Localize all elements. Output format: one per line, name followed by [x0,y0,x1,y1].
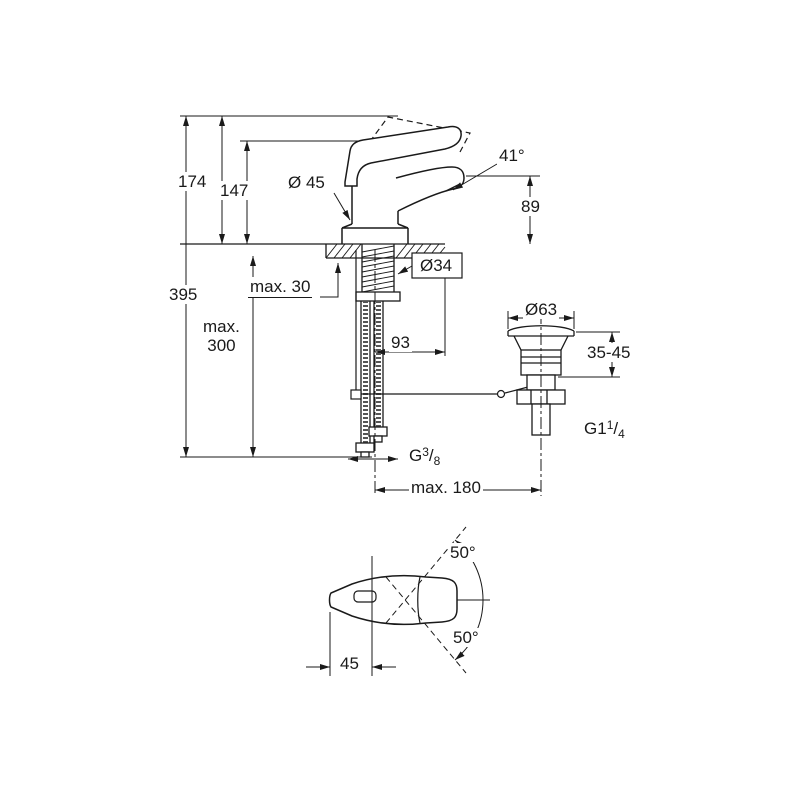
leader-dia45 [333,192,351,221]
faucet-elevation [341,116,471,244]
lever-handle [344,125,462,187]
dim-label-3545: 35-45 [585,343,633,363]
dim-label-45: 45 [338,654,361,674]
dim-label-g3-8: G3/8 [407,445,443,469]
leader-max30 [320,263,341,298]
dim-label-93: 93 [389,333,412,353]
swing-line-down [385,576,467,674]
handle-cap-line [417,576,421,624]
deck [180,243,446,259]
supply-hoses [355,301,388,458]
handle-top-view [328,526,484,674]
dim-label-max30: max. 30 [248,277,313,299]
pop-up-rod [350,250,529,400]
dim-label-dia34: Ø34 [418,256,455,276]
spout [395,166,465,212]
dim-label-dia63: Ø63 [523,300,560,320]
mounting-shank [355,244,401,302]
dim-label-max180: max. 180 [409,478,483,498]
handle-outline [328,574,458,626]
handle-logo-recess [353,590,377,603]
dim-label-89: 89 [519,197,542,217]
dim-label-50deg-down: 50° [451,628,481,648]
mounting-nut [355,291,401,302]
dim-label-395: 395 [167,285,200,305]
dim-label-174: 174 [176,172,209,192]
centerlines [374,250,542,496]
dim-label-147: 147 [218,181,251,201]
dim-label-g1-1-4: G11/4 [582,418,627,442]
dim-label-dia45: Ø 45 [286,173,327,193]
dim-label-max300: max. 300 [201,317,242,356]
dim-label-41deg: 41° [497,146,527,166]
aerator [445,183,461,192]
dim-label-50deg-up: 50° [448,543,478,563]
